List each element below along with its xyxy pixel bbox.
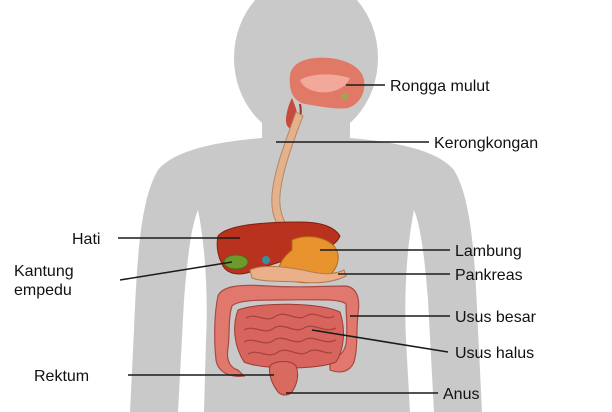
label-usus-halus: Usus halus: [455, 345, 534, 362]
small-intestine-organ: [235, 304, 344, 368]
label-pankreas: Pankreas: [455, 267, 523, 284]
label-kerongkongan: Kerongkongan: [434, 135, 538, 152]
label-anus: Anus: [443, 386, 479, 403]
label-lambung: Lambung: [455, 243, 522, 260]
label-kantung-empedu-line2: empedu: [14, 282, 72, 299]
label-rektum: Rektum: [34, 368, 89, 385]
label-usus-besar: Usus besar: [455, 309, 537, 326]
label-hati: Hati: [72, 231, 100, 248]
label-kantung-empedu-line1: Kantung: [14, 263, 74, 280]
label-rongga-mulut: Rongga mulut: [390, 78, 490, 95]
